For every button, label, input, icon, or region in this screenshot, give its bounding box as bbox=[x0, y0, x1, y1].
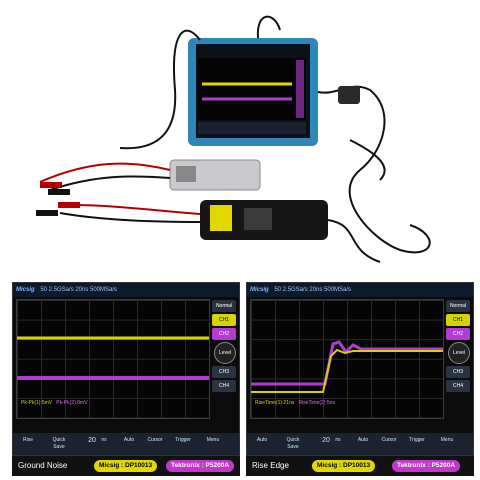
timebase-value[interactable]: 20 bbox=[88, 437, 96, 444]
auto-button[interactable]: Auto bbox=[123, 437, 135, 443]
menu-button[interactable]: Menu bbox=[206, 437, 220, 443]
level-knob[interactable]: Level bbox=[214, 342, 236, 364]
cursor-button[interactable]: Cursor bbox=[381, 437, 397, 443]
timebase-unit: ns bbox=[335, 437, 341, 443]
timebase-unit: ns bbox=[101, 437, 107, 443]
side-btn-ch2[interactable]: CH2 bbox=[212, 328, 236, 340]
waveform-traces bbox=[251, 340, 443, 393]
side-btn-ch1[interactable]: CH1 bbox=[446, 314, 470, 326]
level-knob[interactable]: Level bbox=[448, 342, 470, 364]
bottom-toolbar: Auto Quick Save 20 ns Auto Cursor Trigge… bbox=[247, 433, 473, 455]
status-text: 50 2.5GSa/s 20ns 500MSa/s bbox=[274, 287, 352, 293]
side-btn-normal[interactable]: Normal bbox=[212, 300, 236, 312]
scope-screen-ground-noise: Micsig 50 2.5GSa/s 20ns 500MSa/s Pk-Pk(1… bbox=[12, 282, 240, 456]
pill-micsig: Micsig : DP10013 bbox=[312, 460, 376, 472]
brand-logo: Micsig bbox=[250, 287, 269, 293]
auto-left-button[interactable]: Auto bbox=[256, 437, 268, 443]
rise-button[interactable]: Rise bbox=[22, 437, 33, 443]
auto-button[interactable]: Auto bbox=[357, 437, 369, 443]
caption-title: Rise Edge bbox=[252, 461, 289, 470]
pill-micsig: Micsig : DP10013 bbox=[94, 460, 158, 472]
waveform-traces bbox=[17, 336, 209, 380]
top-status-bar: Micsig 50 2.5GSa/s 20ns 500MSa/s bbox=[247, 283, 473, 297]
caption-title: Ground Noise bbox=[18, 461, 68, 470]
side-btn-ch4[interactable]: CH4 bbox=[446, 380, 470, 392]
waveform-grid: Pk-Pk(1):5mV Pk-Pk(2):8mV bbox=[16, 299, 210, 419]
trigger-button[interactable]: Trigger bbox=[409, 437, 425, 443]
pill-tektronix: Tektronix : P5200A bbox=[392, 460, 461, 472]
meas-magenta: Pk-Pk(2):8mV bbox=[56, 400, 88, 406]
side-btn-ch4[interactable]: CH4 bbox=[212, 380, 236, 392]
pill-tektronix: Tektronix : P5200A bbox=[166, 460, 235, 472]
cursor-button[interactable]: Cursor bbox=[147, 437, 163, 443]
quick-save-button[interactable]: Quick Save bbox=[286, 437, 300, 450]
product-photo bbox=[36, 15, 431, 263]
caption-ground-noise: Ground Noise Micsig : DP10013 Tektronix … bbox=[12, 456, 240, 476]
waveform-grid: RiseTime(1):21ns RiseTime(2):5ns bbox=[250, 299, 444, 419]
side-btn-ch3[interactable]: CH3 bbox=[446, 366, 470, 378]
meas-yellow: RiseTime(1):21ns bbox=[255, 400, 295, 406]
status-text: 50 2.5GSa/s 20ns 500MSa/s bbox=[40, 287, 118, 293]
meas-magenta: RiseTime(2):5ns bbox=[298, 400, 335, 406]
bottom-toolbar: Rise Quick Save 20 ns Auto Cursor Trigge… bbox=[13, 433, 239, 455]
caption-rise-edge: Rise Edge Micsig : DP10013 Tektronix : P… bbox=[246, 456, 474, 476]
meas-yellow: Pk-Pk(1):5mV bbox=[21, 400, 53, 406]
trigger-button[interactable]: Trigger bbox=[175, 437, 191, 443]
side-btn-ch2[interactable]: CH2 bbox=[446, 328, 470, 340]
brand-logo: Micsig bbox=[16, 287, 35, 293]
side-btn-ch3[interactable]: CH3 bbox=[212, 366, 236, 378]
side-menu: Normal CH1 CH2 Level CH3 CH4 bbox=[446, 299, 472, 427]
top-status-bar: Micsig 50 2.5GSa/s 20ns 500MSa/s bbox=[13, 283, 239, 297]
side-menu: Normal CH1 CH2 Level CH3 CH4 bbox=[212, 299, 238, 427]
quick-save-button[interactable]: Quick Save bbox=[52, 437, 66, 450]
side-btn-normal[interactable]: Normal bbox=[446, 300, 470, 312]
timebase-value[interactable]: 20 bbox=[322, 437, 330, 444]
side-btn-ch1[interactable]: CH1 bbox=[212, 314, 236, 326]
menu-button[interactable]: Menu bbox=[440, 437, 454, 443]
scope-screen-rise-edge: Micsig 50 2.5GSa/s 20ns 500MSa/s RiseTim… bbox=[246, 282, 474, 456]
